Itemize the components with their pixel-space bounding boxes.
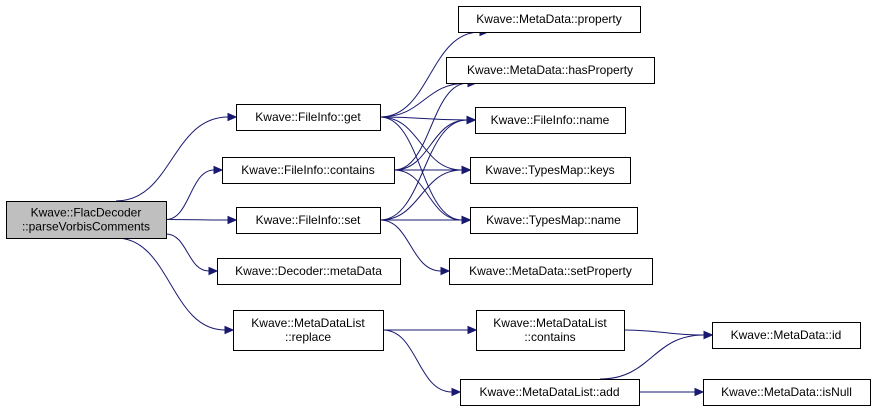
node-label: Kwave::FlacDecoder xyxy=(31,206,142,220)
edges-layer xyxy=(115,27,714,397)
edge-mdl-replace-to-mdl-add xyxy=(382,329,453,393)
edge-mdl-contains-to-md-id xyxy=(623,329,705,336)
node-label: Kwave::MetaDataList xyxy=(493,316,607,330)
node-fi-name[interactable]: Kwave::FileInfo::name xyxy=(475,107,626,134)
node-box xyxy=(460,379,640,406)
node-label: ::replace xyxy=(285,330,331,344)
arrowhead xyxy=(440,266,451,276)
node-box xyxy=(236,207,381,234)
node-fi-contains[interactable]: Kwave::FileInfo::contains xyxy=(222,157,395,184)
node-label: Kwave::MetaDataList xyxy=(251,316,365,330)
arrowhead xyxy=(451,387,462,397)
node-box xyxy=(470,207,638,234)
node-tm-name[interactable]: Kwave::TypesMap::name xyxy=(470,207,638,234)
node-label: Kwave::FileInfo::set xyxy=(256,213,361,227)
node-mdl-add[interactable]: Kwave::MetaDataList::add xyxy=(460,379,640,406)
arrowhead xyxy=(461,215,472,225)
edge-fi-get-to-md-property xyxy=(379,31,481,118)
arrowhead xyxy=(461,165,472,175)
edge-fi-contains-to-md-hasprop xyxy=(393,82,469,171)
node-label: Kwave::MetaData::setProperty xyxy=(469,264,632,278)
node-box xyxy=(222,157,395,184)
edge-parse-to-fi-get xyxy=(115,116,229,202)
node-box xyxy=(475,107,626,134)
node-label: Kwave::TypesMap::keys xyxy=(485,163,614,177)
edge-fi-get-to-fi-name xyxy=(379,116,468,121)
node-box xyxy=(712,322,861,349)
arrowhead xyxy=(208,266,219,276)
node-dec-meta[interactable]: Kwave::Decoder::metaData xyxy=(217,258,401,285)
node-mdl-replace[interactable]: Kwave::MetaDataList::replace xyxy=(233,310,384,351)
edge-parse-to-mdl-replace xyxy=(115,237,226,331)
edge-parse-to-fi-contains xyxy=(165,169,215,220)
node-parse[interactable]: Kwave::FlacDecoder::parseVorbisComments xyxy=(6,201,167,239)
arrowhead xyxy=(466,115,477,125)
edge-fi-set-to-fi-name xyxy=(379,119,468,221)
node-box xyxy=(470,157,631,184)
edge-parse-to-fi-set xyxy=(165,219,229,221)
arrowhead xyxy=(227,112,238,122)
arrowhead xyxy=(227,215,238,225)
node-label: Kwave::MetaData::hasProperty xyxy=(467,63,633,77)
node-md-hasprop[interactable]: Kwave::MetaData::hasProperty xyxy=(446,57,655,84)
arrowhead xyxy=(213,165,224,175)
node-tm-keys[interactable]: Kwave::TypesMap::keys xyxy=(470,157,631,184)
edge-fi-contains-to-tm-name xyxy=(393,169,463,221)
node-box xyxy=(446,57,655,84)
arrowhead xyxy=(467,325,478,335)
node-box xyxy=(236,104,381,131)
node-md-setprop[interactable]: Kwave::MetaData::setProperty xyxy=(449,258,653,285)
edge-fi-get-to-tm-name xyxy=(379,116,463,221)
node-mdl-contains[interactable]: Kwave::MetaDataList::contains xyxy=(476,310,625,351)
node-box xyxy=(703,379,871,406)
node-label: Kwave::FileInfo::name xyxy=(491,113,610,127)
node-box xyxy=(458,6,641,33)
node-box xyxy=(476,310,625,351)
node-label: Kwave::MetaData::isNull xyxy=(721,385,852,399)
node-box xyxy=(449,258,653,285)
node-label: Kwave::TypesMap::name xyxy=(486,213,621,227)
edge-fi-set-to-md-setprop xyxy=(379,219,442,272)
edge-mdl-add-to-md-id xyxy=(599,334,705,380)
node-label: Kwave::MetaData::property xyxy=(476,12,621,26)
nodes-layer: Kwave::FlacDecoder::parseVorbisCommentsK… xyxy=(6,6,871,406)
node-md-id[interactable]: Kwave::MetaData::id xyxy=(712,322,861,349)
edge-fi-get-to-md-hasprop xyxy=(379,82,469,118)
arrowhead xyxy=(694,387,705,397)
node-md-isnull[interactable]: Kwave::MetaData::isNull xyxy=(703,379,871,406)
node-md-property[interactable]: Kwave::MetaData::property xyxy=(458,6,641,33)
edge-fi-set-to-tm-keys xyxy=(379,169,463,221)
node-label: Kwave::MetaData::id xyxy=(731,328,842,342)
edge-fi-get-to-tm-keys xyxy=(379,116,463,171)
node-fi-set[interactable]: Kwave::FileInfo::set xyxy=(236,207,381,234)
node-box xyxy=(233,310,384,351)
node-label: ::parseVorbisComments xyxy=(22,220,150,234)
node-label: Kwave::FileInfo::get xyxy=(255,110,361,124)
node-label: Kwave::Decoder::metaData xyxy=(235,264,382,278)
node-label: Kwave::FileInfo::contains xyxy=(241,163,374,177)
edge-parse-to-dec-meta xyxy=(165,233,210,272)
arrowhead xyxy=(224,325,235,335)
node-fi-get[interactable]: Kwave::FileInfo::get xyxy=(236,104,381,131)
node-box xyxy=(6,201,167,239)
node-label: Kwave::MetaDataList::add xyxy=(479,385,619,399)
arrowhead xyxy=(703,330,714,340)
node-label: ::contains xyxy=(524,330,575,344)
node-box xyxy=(217,258,401,285)
